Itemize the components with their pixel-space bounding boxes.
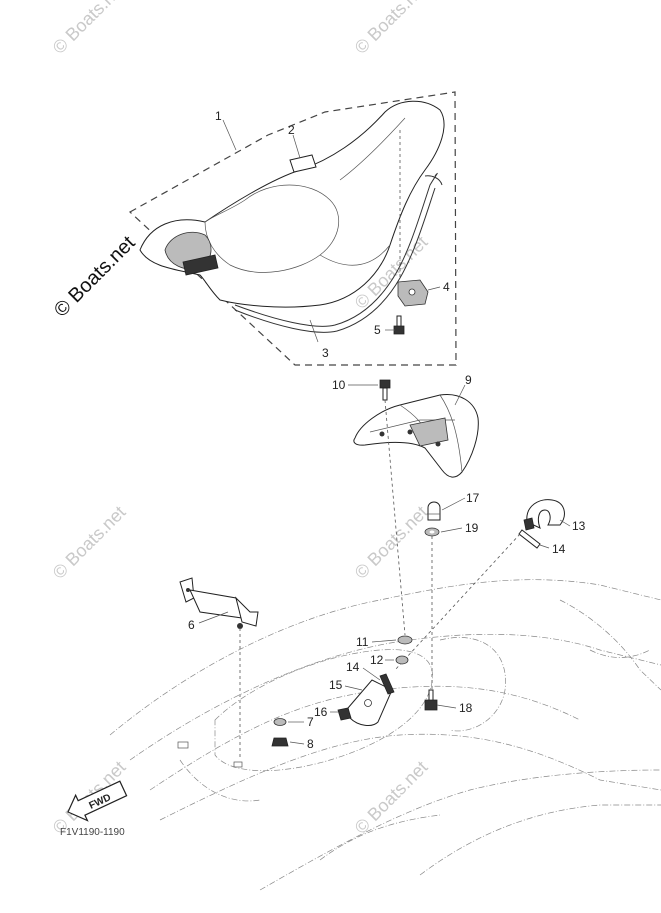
callout-17: 17 [466,491,480,505]
callout-19: 19 [465,521,479,535]
watermark-text-prominent: © Boats.net [50,232,140,322]
callout-5: 5 [374,323,381,337]
callout-2: 2 [288,123,295,137]
hinge-stay-15 [347,679,393,726]
seat-emblem [289,154,317,173]
callout-6: 6 [188,618,195,632]
callout-14-upper: 14 [552,542,566,556]
callout-9: 9 [465,373,472,387]
leader-dotted [394,533,521,671]
leader-lines [198,119,571,745]
washer-12 [395,655,409,665]
callout-11: 11 [356,635,369,649]
bolt-5 [393,315,405,335]
pin-14-lower [379,673,395,695]
callout-4: 4 [443,280,450,294]
bolt-10 [379,379,391,401]
callout-8: 8 [307,737,314,751]
nut-16 [337,707,352,721]
pin-14-upper [518,529,541,549]
hull-mark [233,761,243,768]
drawing-code: F1V1190-1190 [60,827,125,838]
part-callouts: 1 2 3 4 5 6 7 8 9 10 11 12 13 14 14 15 1… [188,109,586,751]
seat-lock-bracket [397,279,429,307]
washer-19 [424,527,440,537]
bracket-6 [179,577,259,629]
watermark-text: © Boats.net [49,502,130,583]
nut-8 [271,737,289,747]
callout-16: 16 [314,705,328,719]
washer-7 [273,718,287,726]
seat-gasket [234,172,443,333]
hull-vent [177,741,189,749]
watermark-text: © Boats.net [351,757,432,838]
storage-bin [353,393,479,478]
callout-10: 10 [332,378,346,392]
hull-outline [109,579,661,891]
callout-7: 7 [307,715,314,729]
watermark-text: © Boats.net [351,502,432,583]
watermark-text: © Boats.net [351,0,432,58]
bolt-18 [424,689,438,711]
grommet-11 [397,635,413,645]
callout-1: 1 [215,109,222,123]
seat [139,100,445,308]
cap-nut-17 [427,501,441,521]
u-bolt-13 [523,499,565,531]
callout-18: 18 [459,701,473,715]
callout-14-lower: 14 [346,660,360,674]
callout-15: 15 [329,678,343,692]
callout-13: 13 [572,519,586,533]
callout-12: 12 [370,653,384,667]
watermark-text: © Boats.net [49,0,130,58]
seat-assembly-boundary [128,91,457,366]
callout-3: 3 [322,346,329,360]
